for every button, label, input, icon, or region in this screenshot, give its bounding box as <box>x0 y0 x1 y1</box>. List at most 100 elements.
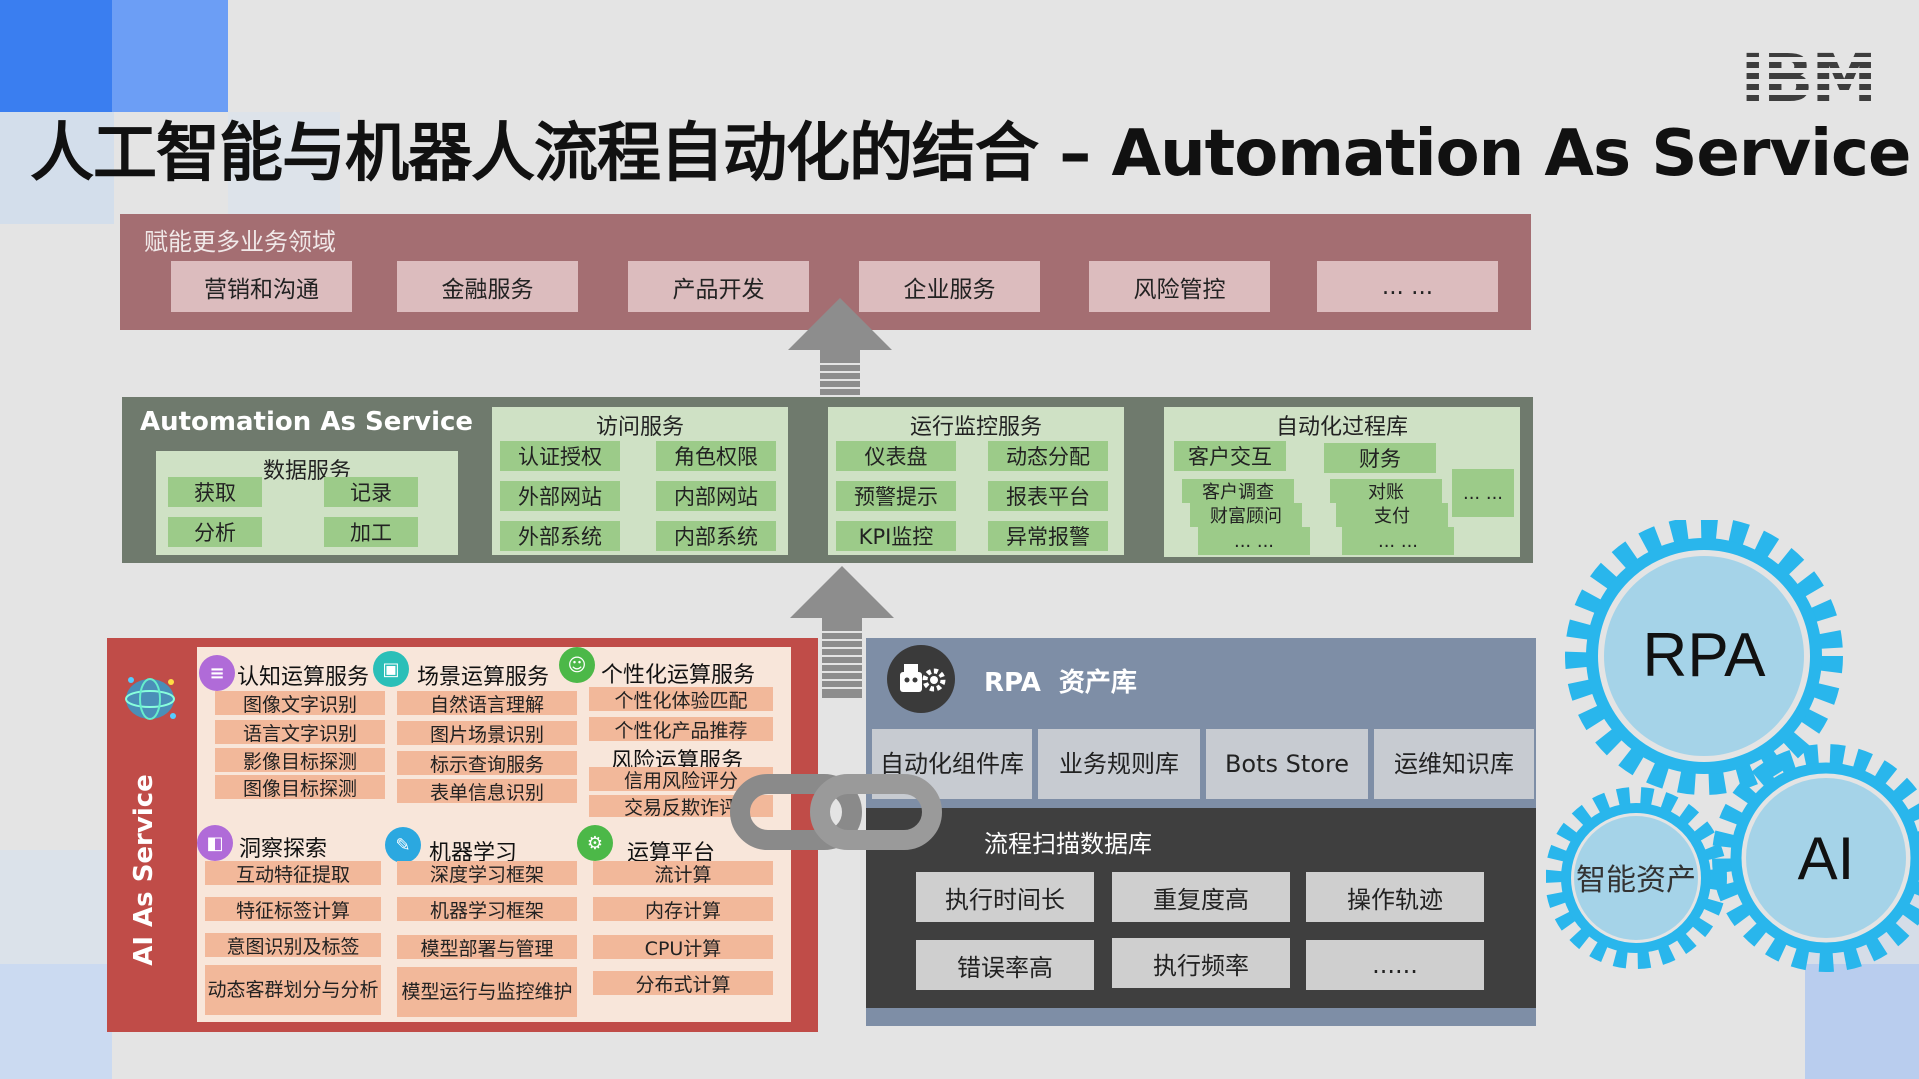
assets-gear-label: 智能资产 <box>1576 864 1696 897</box>
insight-icon: ◧ <box>197 825 233 861</box>
scan-item: 执行时间长 <box>916 872 1094 922</box>
rpa-gear-icon <box>1565 520 1843 795</box>
corner-decoration-light <box>228 112 340 224</box>
monitor-service-item: 异常报警 <box>988 521 1108 551</box>
ai-group-item: 标示查询服务 <box>397 751 577 776</box>
process-item: ... ... <box>1198 527 1310 555</box>
monitor-service-item: 报表平台 <box>988 481 1108 511</box>
corner-decoration-bottom <box>0 964 112 1079</box>
ai-group-item: 内存计算 <box>593 897 773 922</box>
data-service-item: 记录 <box>324 477 418 507</box>
ai-group-item: 特征标签计算 <box>205 897 381 922</box>
up-arrow-icon <box>788 298 892 408</box>
domain-item: ... ... <box>1317 261 1498 312</box>
process-item: 财务 <box>1324 443 1436 473</box>
corner-decoration-dark <box>0 0 112 112</box>
process-item: 客户调查 <box>1182 479 1294 503</box>
monitor-service-item: 仪表盘 <box>836 441 956 471</box>
access-service-item: 外部系统 <box>500 521 620 551</box>
ai-group-title: 认知运算服务 <box>237 665 370 690</box>
process-scan-title: 流程扫描数据库 <box>984 830 1152 858</box>
ai-group-item: 模型运行与监控维护 <box>397 967 577 1017</box>
process-library-label: 自动化过程库 <box>1275 415 1408 440</box>
ai-group-item: 动态客群划分与分析 <box>205 965 381 1015</box>
rpa-tab: Bots Store <box>1206 729 1368 799</box>
ai-group-item: CPU计算 <box>593 935 773 960</box>
ai-gear-icon <box>1712 744 1919 972</box>
access-service-item: 内部网站 <box>656 481 776 511</box>
ai-group-item: 图片场景识别 <box>397 721 577 746</box>
process-item: 财富顾问 <box>1190 503 1302 527</box>
ai-group-item: 互动特征提取 <box>205 861 381 886</box>
compute-platform-icon: ⚙ <box>577 825 613 861</box>
scan-item: 错误率高 <box>916 940 1094 990</box>
corner-decoration-bottom <box>0 850 112 964</box>
ai-group-item: 个性化产品推荐 <box>589 717 773 742</box>
ai-group-item: 深度学习框架 <box>397 861 577 886</box>
access-services-group: 访问服务 认证授权 角色权限 外部网站 内部网站 外部系统 内部系统 <box>492 407 788 555</box>
domain-item: 企业服务 <box>859 261 1040 312</box>
monitor-services-label: 运行监控服务 <box>909 415 1042 440</box>
cognitive-icon: ≡ <box>199 655 235 691</box>
access-service-item: 角色权限 <box>656 441 776 471</box>
ai-vertical-label: AI As Service <box>129 774 159 966</box>
ai-gear-label: AI <box>1797 824 1855 892</box>
corner-decoration-light <box>0 112 114 224</box>
monitor-service-item: KPI监控 <box>836 521 956 551</box>
process-item: 对账 <box>1330 479 1442 503</box>
ai-group-item: 语言文字识别 <box>215 720 385 745</box>
process-library-group: 自动化过程库 客户交互 客户调查 财富顾问 ... ... 财务 对账 支付 .… <box>1164 407 1520 557</box>
ai-group-title: 个性化运算服务 <box>601 663 756 688</box>
domain-item: 风险管控 <box>1089 261 1270 312</box>
access-service-item: 外部网站 <box>500 481 620 511</box>
process-item-more: ... ... <box>1452 469 1514 517</box>
ai-group-item: 意图识别及标签 <box>205 933 381 958</box>
up-arrow-icon <box>790 566 894 698</box>
ai-services-area: ≡ 认知运算服务 图像文字识别 语言文字识别 影像目标探测 图像目标探测 ▣ 场… <box>197 647 791 1022</box>
domain-item: 产品开发 <box>628 261 809 312</box>
ibm-logo: IBM <box>1740 40 1877 117</box>
rpa-library-title: RPA 资产库 <box>984 668 1137 698</box>
scan-item: ...... <box>1306 940 1484 990</box>
process-item: 客户交互 <box>1174 441 1286 471</box>
monitor-service-item: 预警提示 <box>836 481 956 511</box>
process-scan-database: 流程扫描数据库 执行时间长 重复度高 操作轨迹 错误率高 执行频率 ...... <box>866 808 1536 1008</box>
scene-icon: ▣ <box>373 651 409 687</box>
business-domains-band: 赋能更多业务领域 营销和沟通 金融服务 产品开发 企业服务 风险管控 ... .… <box>120 214 1531 330</box>
page-title: 人工智能与机器人流程自动化的结合 – Automation As Service <box>30 117 1911 191</box>
robot-gear-icon <box>887 645 955 713</box>
ai-as-service-panel: AI As Service ≡ 认知运算服务 图像文字识别 语言文字识别 影像目… <box>107 638 818 1032</box>
ai-group-title: 场景运算服务 <box>417 665 550 690</box>
ai-group-item: 表单信息识别 <box>397 779 577 804</box>
automation-service-title: Automation As Service <box>140 407 474 437</box>
gears-diagram <box>1546 520 1919 972</box>
scan-item: 重复度高 <box>1112 872 1290 922</box>
globe-icon <box>125 677 176 720</box>
business-domains-header: 赋能更多业务领域 <box>144 228 336 256</box>
data-service-item: 加工 <box>324 517 418 547</box>
ai-group-item: 流计算 <box>593 861 773 886</box>
data-service-item: 获取 <box>168 477 262 507</box>
ai-group-item: 信用风险评分 <box>589 767 773 792</box>
chain-link-icon <box>730 774 942 850</box>
rpa-tab: 运维知识库 <box>1374 729 1534 799</box>
ai-group-item: 交易反欺诈评 <box>589 795 773 817</box>
ai-group-item: 图像目标探测 <box>215 775 385 800</box>
ai-group-title: 洞察探索 <box>239 837 328 862</box>
domain-item: 营销和沟通 <box>171 261 352 312</box>
ai-group-item: 影像目标探测 <box>215 748 385 773</box>
intelligent-assets-gear-icon <box>1546 787 1727 969</box>
machine-learning-icon: ✎ <box>385 827 421 863</box>
domain-item: 金融服务 <box>397 261 578 312</box>
monitor-service-item: 动态分配 <box>988 441 1108 471</box>
ai-vertical-label-wrap: AI As Service <box>129 758 163 978</box>
process-item: 支付 <box>1336 503 1448 527</box>
rpa-tab: 业务规则库 <box>1038 729 1200 799</box>
access-services-label: 访问服务 <box>595 415 684 440</box>
process-item: ... ... <box>1342 527 1454 555</box>
ai-group-item: 图像文字识别 <box>215 691 385 716</box>
scan-item: 操作轨迹 <box>1306 872 1484 922</box>
ai-group-item: 自然语言理解 <box>397 691 577 716</box>
ai-group-item: 分布式计算 <box>593 971 773 996</box>
personalization-icon: ☺ <box>559 647 595 683</box>
